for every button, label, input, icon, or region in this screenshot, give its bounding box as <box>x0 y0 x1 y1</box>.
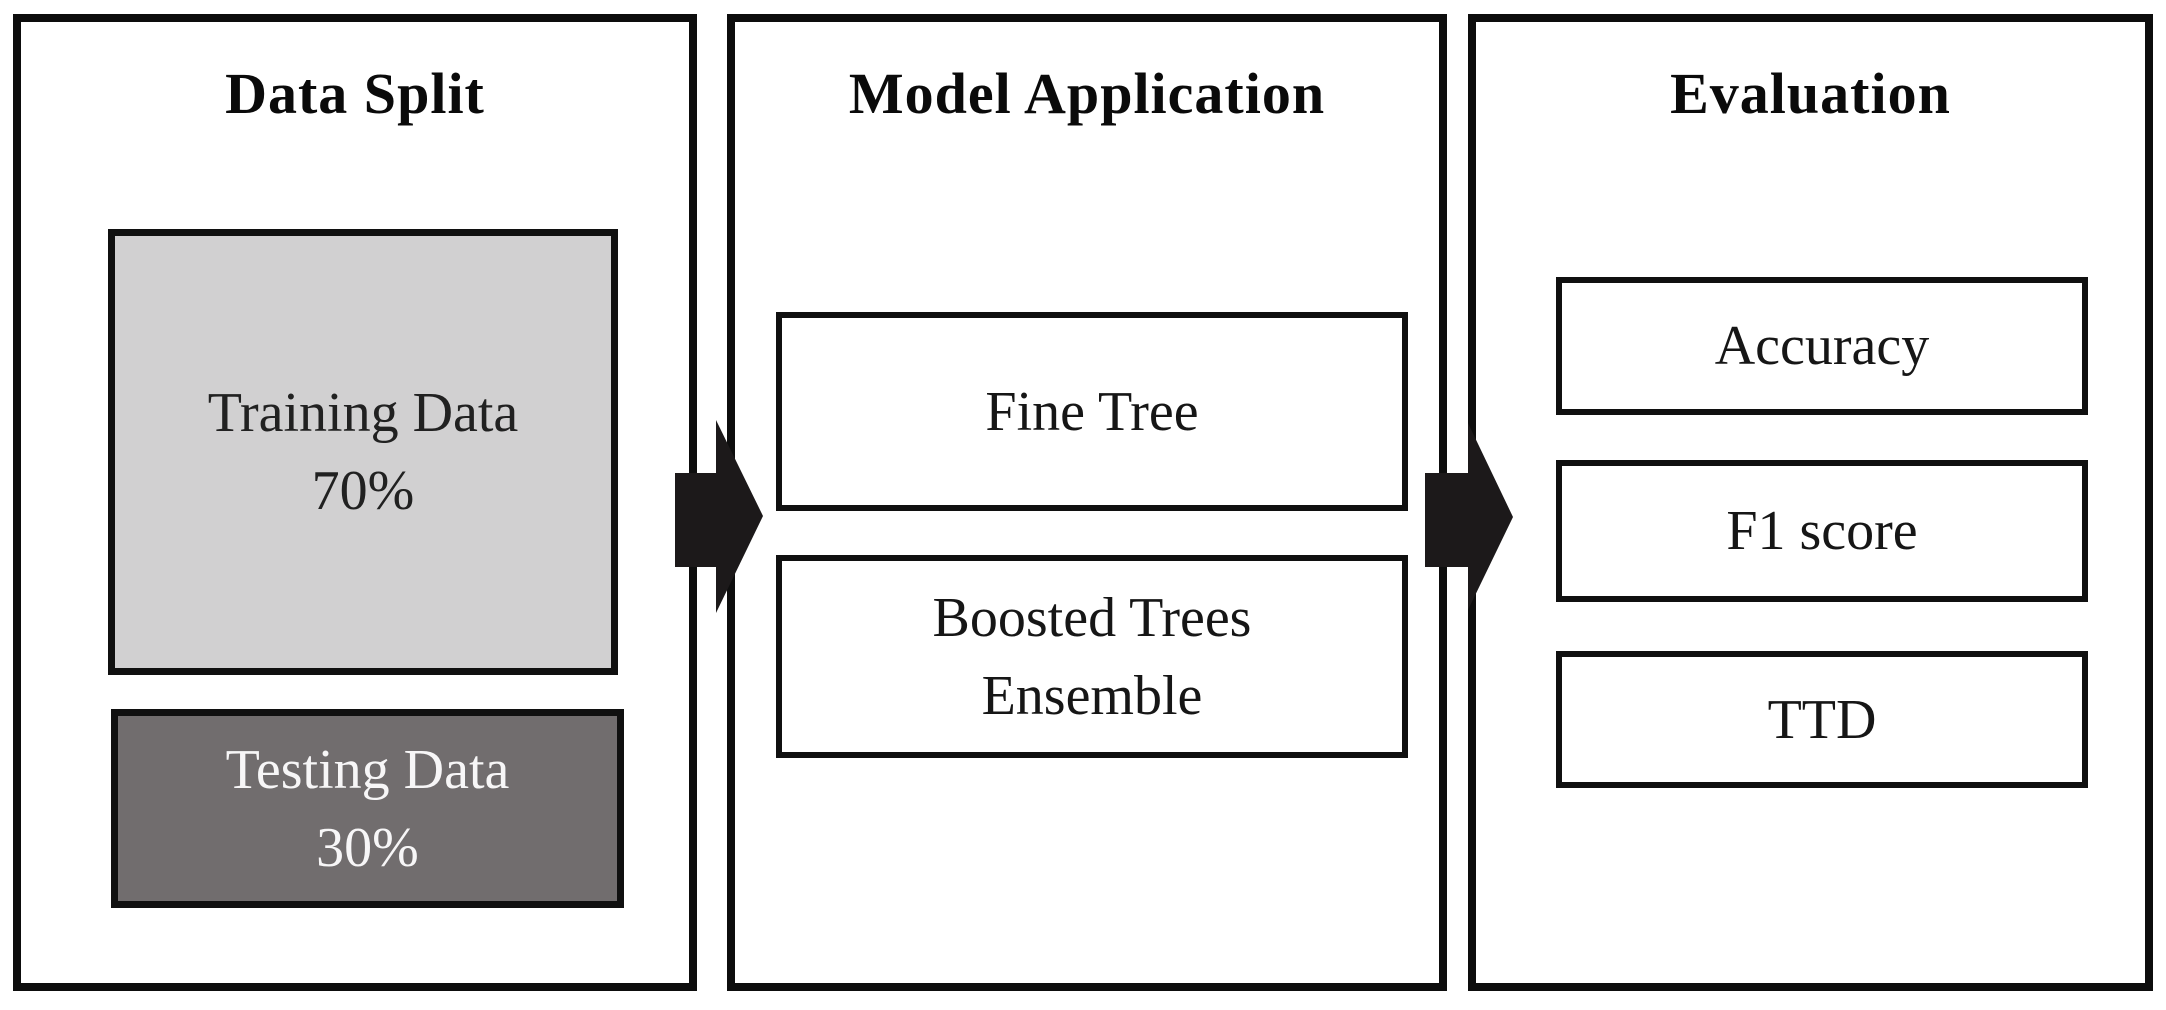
training-data-line1: Training Data <box>207 382 519 444</box>
ttd-box: TTD <box>1556 651 2088 788</box>
panel-data-split: Data Split Training Data 70% Testing Dat… <box>13 14 697 991</box>
testing-data-line1: Testing Data <box>225 738 510 801</box>
training-data-label: Training Data 70% <box>208 374 519 530</box>
accuracy-line1: Accuracy <box>1714 315 1930 377</box>
fine-tree-label: Fine Tree <box>985 373 1198 451</box>
panel-evaluation: Evaluation Accuracy F1 score TTD <box>1468 14 2153 991</box>
panel-title-evaluation: Evaluation <box>1670 61 1951 126</box>
fine-tree-box: Fine Tree <box>776 312 1408 511</box>
f1-score-label: F1 score <box>1726 492 1917 570</box>
training-data-box: Training Data 70% <box>108 229 618 675</box>
testing-data-line2: 30% <box>316 816 419 879</box>
ttd-line1: TTD <box>1767 688 1877 751</box>
panel-model-application: Model Application Fine Tree Boosted Tree… <box>727 14 1447 991</box>
f1-score-line1: F1 score <box>1726 500 1918 562</box>
boosted-trees-ensemble-label: Boosted Trees Ensemble <box>933 579 1252 735</box>
ttd-label: TTD <box>1768 681 1877 759</box>
f1-score-box: F1 score <box>1556 460 2088 602</box>
training-data-line2: 70% <box>311 460 415 522</box>
panel-title-model-application: Model Application <box>848 61 1326 126</box>
boosted-trees-line2: Ensemble <box>981 664 1203 727</box>
boosted-trees-ensemble-box: Boosted Trees Ensemble <box>776 555 1408 758</box>
panel-title-data-split: Data Split <box>225 61 485 126</box>
accuracy-label: Accuracy <box>1715 307 1930 385</box>
boosted-trees-line1: Boosted Trees <box>932 586 1252 649</box>
accuracy-box: Accuracy <box>1556 277 2088 415</box>
testing-data-box: Testing Data 30% <box>111 709 624 908</box>
testing-data-label: Testing Data 30% <box>226 731 510 887</box>
fine-tree-line1: Fine Tree <box>985 380 1199 443</box>
